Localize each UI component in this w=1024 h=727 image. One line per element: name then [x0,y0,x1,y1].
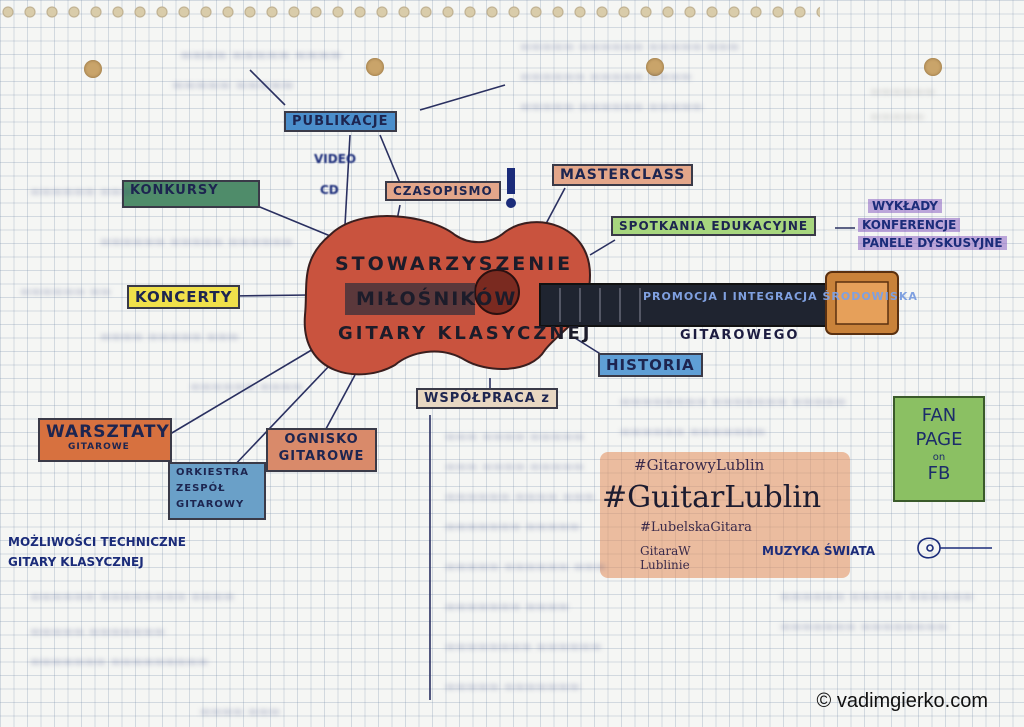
fan-page-title: FAN PAGE [915,405,963,450]
promocja-text: PROMOCJA I INTEGRACJA ŚRODOWISKA [643,290,918,303]
warsztaty-title: WARSZTATY [46,422,170,442]
blurred-notes: ~~~~~~~ ~~~~~ [445,520,580,535]
label-czasopismo: CZASOPISMO [385,181,501,201]
warsztaty-sub: GITAROWE [68,442,130,452]
fan-page-fb: FB [927,463,951,484]
blurred-notes: ~~~~~~ ~~~~~ ~~~~~~ [100,235,294,250]
blurred-notes: ~~~ ~~~~ ~~~~~ [445,430,584,445]
blurred-notes: ~~~~~~ ~~~~~~~~ ~~~~ [30,590,235,605]
blurred-notes: ~~~~~ ~~~~~~ ~~~~~ [520,100,703,115]
blurred-notes: ~~~~~~ ~~~~~ ~~~~ [520,70,692,85]
label-mozliwosci: MOŻLIWOŚCI TECHNICZNE GITARY KLASYCZNEJ [8,535,186,569]
center-title-line1: STOWARZYSZENIE [335,253,574,275]
logo-bottom: GitaraW Lublinie [640,544,691,572]
label-orkiestra: ORKIESTRA ZESPÓŁ GITAROWY [168,462,266,520]
blurred-notes: ~~~~ ~~~~~ ~~~~ [180,48,342,64]
blurred-notes: ~~~~~~ ~~ [20,285,112,300]
blurred-notes: ~~~~~~~~ ~~~~~~~ ~~~~~ [620,395,847,410]
blurred-notes: ~~~~~~ ~~~~~ ~~~~~~ [780,590,974,605]
guitar-lublin-logo: #GitarowyLublin #GuitarLublin #LubelskaG… [600,452,850,578]
blurred-notes: ~~~~ ~~~~~ ~~~ [100,330,239,345]
label-ognisko: OGNISKO GITAROWE [266,428,377,472]
label-muzyka-swiata: MUZYKA ŚWIATA [762,544,876,558]
credit-watermark: © vadimgierko.com [816,690,988,712]
label-wyklady: WYKŁADY [868,199,942,213]
blurred-notes: ~~~~~ ~~~~~~ ~~~~~ ~~~ [520,40,740,55]
punch-hole [84,60,102,78]
blurred-notes: ~~~~~~ ~~~~~~~ [620,425,766,440]
blurred-notes: ~~~~~ ~~~~~~~ [445,680,580,695]
spiral-holes [0,0,820,22]
center-title-line2: MIŁOŚNIKÓW [356,288,518,310]
blurred-notes: ~~~~~~ ~~~ [30,185,133,200]
label-koncerty: KONCERTY [127,285,241,309]
blurred-notes: ~~~ ~~~~ ~~~~~ [445,460,584,475]
label-historia: HISTORIA [598,353,703,377]
label-konferencje: KONFERENCJE [858,218,961,232]
label-panele: PANELE DYSKUSYJNE [858,236,1007,250]
fan-page-on: on [932,452,946,463]
logo-main: #GuitarLublin [602,480,822,515]
blurred-notes: ~~~~~~ [870,85,936,100]
punch-hole [924,58,942,76]
blurred-notes: ~~~~~ ~~~~~~ ~~~ [445,560,606,575]
label-spotkania: SPOTKANIA EDUKACYJNE [611,216,817,236]
label-wspolpraca: WSPÓŁPRACA z [416,388,558,409]
center-title-line3: GITARY KLASYCZNEJ [338,323,593,344]
label-publikacje: PUBLIKACJE [284,111,397,132]
fan-page-box: FAN PAGE on FB [893,396,985,502]
label-konkursy: KONKURSY [122,180,260,208]
blurred-notes: ~~~~~~ ~~~~ ~~~ [445,490,595,505]
blurred-notes: ~~~~~~~~ ~~~~~~ [445,640,602,655]
blurred-notes: ~~~~~~~ ~~~~~~~~ [780,620,948,635]
blurred-notes: ~~~~ ~~~ [200,705,281,720]
blurred-notes: ~~~~~~ ~~~~ [190,380,304,395]
blurred-notes: ~~~~~ ~~~~~~~ [30,625,165,640]
label-video: VIDEO [314,152,357,166]
logo-top: #GitarowyLublin [634,456,765,474]
label-warsztaty: WARSZTATY GITAROWE [38,418,172,462]
promocja-sub: GITAROWEGO [680,328,800,343]
blurred-notes: ~~~~~~~ ~~~~~~~~~ [30,655,209,670]
logo-sub: #LubelskaGitara [640,520,752,535]
blurred-notes: ~~~~~ [870,110,925,125]
punch-hole [646,58,664,76]
blurred-notes: ~~~~~~~ ~~~~ [445,600,569,615]
label-cd: CD [320,183,339,197]
blurred-notes: ~~~~~ ~~~~~ [172,78,294,94]
label-masterclass: MASTERCLASS [552,164,694,186]
punch-hole [366,58,384,76]
